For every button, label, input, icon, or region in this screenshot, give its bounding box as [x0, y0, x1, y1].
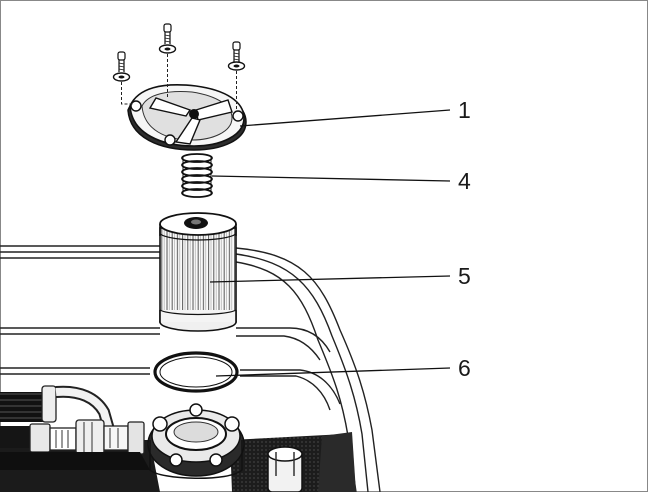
callout-cover-label: 1 [458, 97, 471, 123]
fuel-line-fittings [0, 385, 150, 470]
callout-filter-label: 5 [458, 263, 471, 289]
screw-center [158, 23, 177, 54]
callout-spring-label: 4 [458, 168, 471, 194]
seal-ring [153, 351, 239, 393]
callout-seal-label: 6 [458, 355, 471, 381]
mounting-screws [112, 23, 246, 82]
cover-plate [127, 84, 247, 151]
leader-seal [215, 367, 451, 377]
filter-element [159, 212, 237, 332]
screw-left [112, 51, 131, 82]
screw-right [227, 41, 246, 71]
tank-body [0, 245, 381, 492]
leader-filter [209, 275, 451, 283]
spring [181, 153, 213, 198]
leader-cover [239, 109, 451, 127]
filter-housing [147, 403, 245, 479]
leader-spring [211, 175, 451, 182]
leader-lines [209, 109, 451, 377]
tank-cap [267, 446, 303, 492]
alignment-lines [121, 54, 237, 112]
